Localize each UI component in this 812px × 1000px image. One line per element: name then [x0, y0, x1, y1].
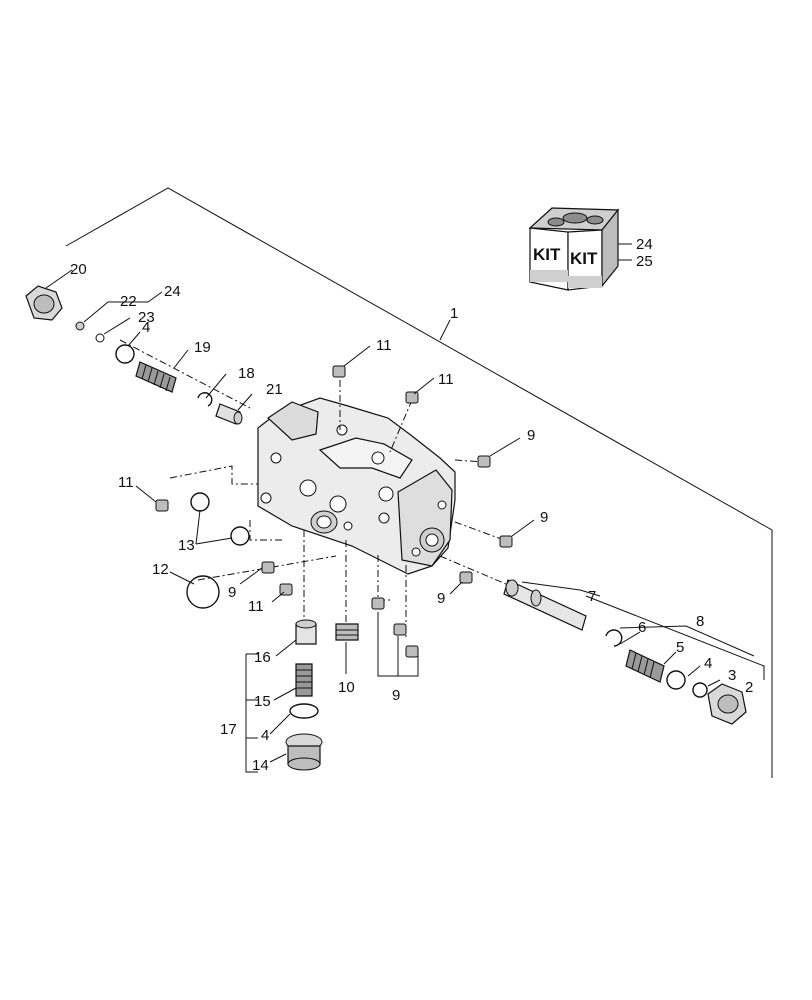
callout-5: 5 [676, 639, 684, 656]
spring-5 [625, 649, 665, 683]
callout-3: 3 [728, 667, 736, 684]
plug-14 [285, 733, 323, 771]
callout-24-kit: 24 [636, 236, 653, 253]
plug-9-b [499, 535, 513, 548]
callout-9-a: 9 [527, 427, 535, 444]
callout-7: 7 [588, 588, 596, 605]
plug-11-left [155, 499, 169, 512]
kit-box: KIT KIT [528, 207, 632, 291]
leader-lines [45, 269, 765, 773]
snap-ring-6 [605, 629, 623, 647]
callout-20: 20 [70, 261, 87, 278]
o-ring-13-b [230, 526, 250, 546]
callout-18: 18 [238, 365, 255, 382]
o-ring-13-a [190, 492, 210, 512]
o-ring-3 [692, 682, 708, 698]
callout-2: 2 [745, 679, 753, 696]
callout-9-d: 9 [437, 590, 445, 607]
callout-8: 8 [696, 613, 704, 630]
callout-22: 22 [120, 293, 137, 310]
callout-14: 14 [252, 757, 269, 774]
callout-4-right: 4 [704, 655, 712, 672]
callout-15: 15 [254, 693, 271, 710]
callout-4-bottom: 4 [261, 727, 269, 744]
kit-label-left: KIT [533, 245, 561, 264]
plug-9-a [477, 455, 491, 468]
o-ring-4-top [115, 344, 135, 364]
plug-20 [25, 285, 63, 321]
plug-9-c [261, 561, 275, 574]
plug-9-d [459, 571, 473, 584]
o-ring-23 [95, 333, 105, 343]
plug-9-f [393, 623, 407, 636]
plug-11-right [405, 391, 419, 404]
valve-body [257, 397, 456, 575]
plug-11-top [332, 365, 346, 378]
callout-17: 17 [220, 721, 237, 738]
plug-10 [335, 623, 359, 641]
callout-11-right: 11 [438, 371, 454, 388]
callout-23: 23 [138, 309, 155, 326]
callout-16: 16 [254, 649, 271, 666]
assembly-frame [65, 187, 773, 778]
callout-13: 13 [178, 537, 195, 554]
o-ring-4-bottom [289, 703, 319, 719]
plug-2 [707, 683, 747, 725]
callout-19: 19 [194, 339, 211, 356]
o-ring-12 [186, 575, 220, 609]
callout-9-c: 9 [228, 584, 236, 601]
callout-6: 6 [638, 619, 646, 636]
callout-11-top: 11 [376, 337, 392, 354]
callout-12: 12 [152, 561, 169, 578]
plug-9-e [371, 597, 385, 610]
callout-9-b: 9 [540, 509, 548, 526]
callout-10: 10 [338, 679, 355, 696]
spring-15 [295, 663, 313, 697]
callout-11-left: 11 [118, 474, 134, 491]
callouts: 1 2 3 4 4 4 5 6 7 8 9 9 9 9 9 10 11 11 1… [70, 236, 753, 774]
spool-7 [503, 579, 587, 631]
callout-25: 25 [636, 253, 653, 270]
callout-21: 21 [266, 381, 283, 398]
piston-16 [295, 619, 317, 645]
callout-9-e: 9 [392, 687, 400, 704]
callout-4-top: 4 [142, 319, 150, 336]
snap-ring-18 [197, 392, 213, 407]
kit-label-right: KIT [570, 249, 598, 268]
o-ring-22 [75, 321, 85, 331]
spring-19 [135, 361, 177, 393]
o-ring-4-right [666, 670, 686, 690]
pin-21 [215, 403, 243, 425]
callout-11-bottom: 11 [248, 598, 264, 615]
callout-1: 1 [450, 305, 458, 322]
plug-9-g [405, 645, 419, 658]
callout-24-top: 24 [164, 283, 181, 300]
